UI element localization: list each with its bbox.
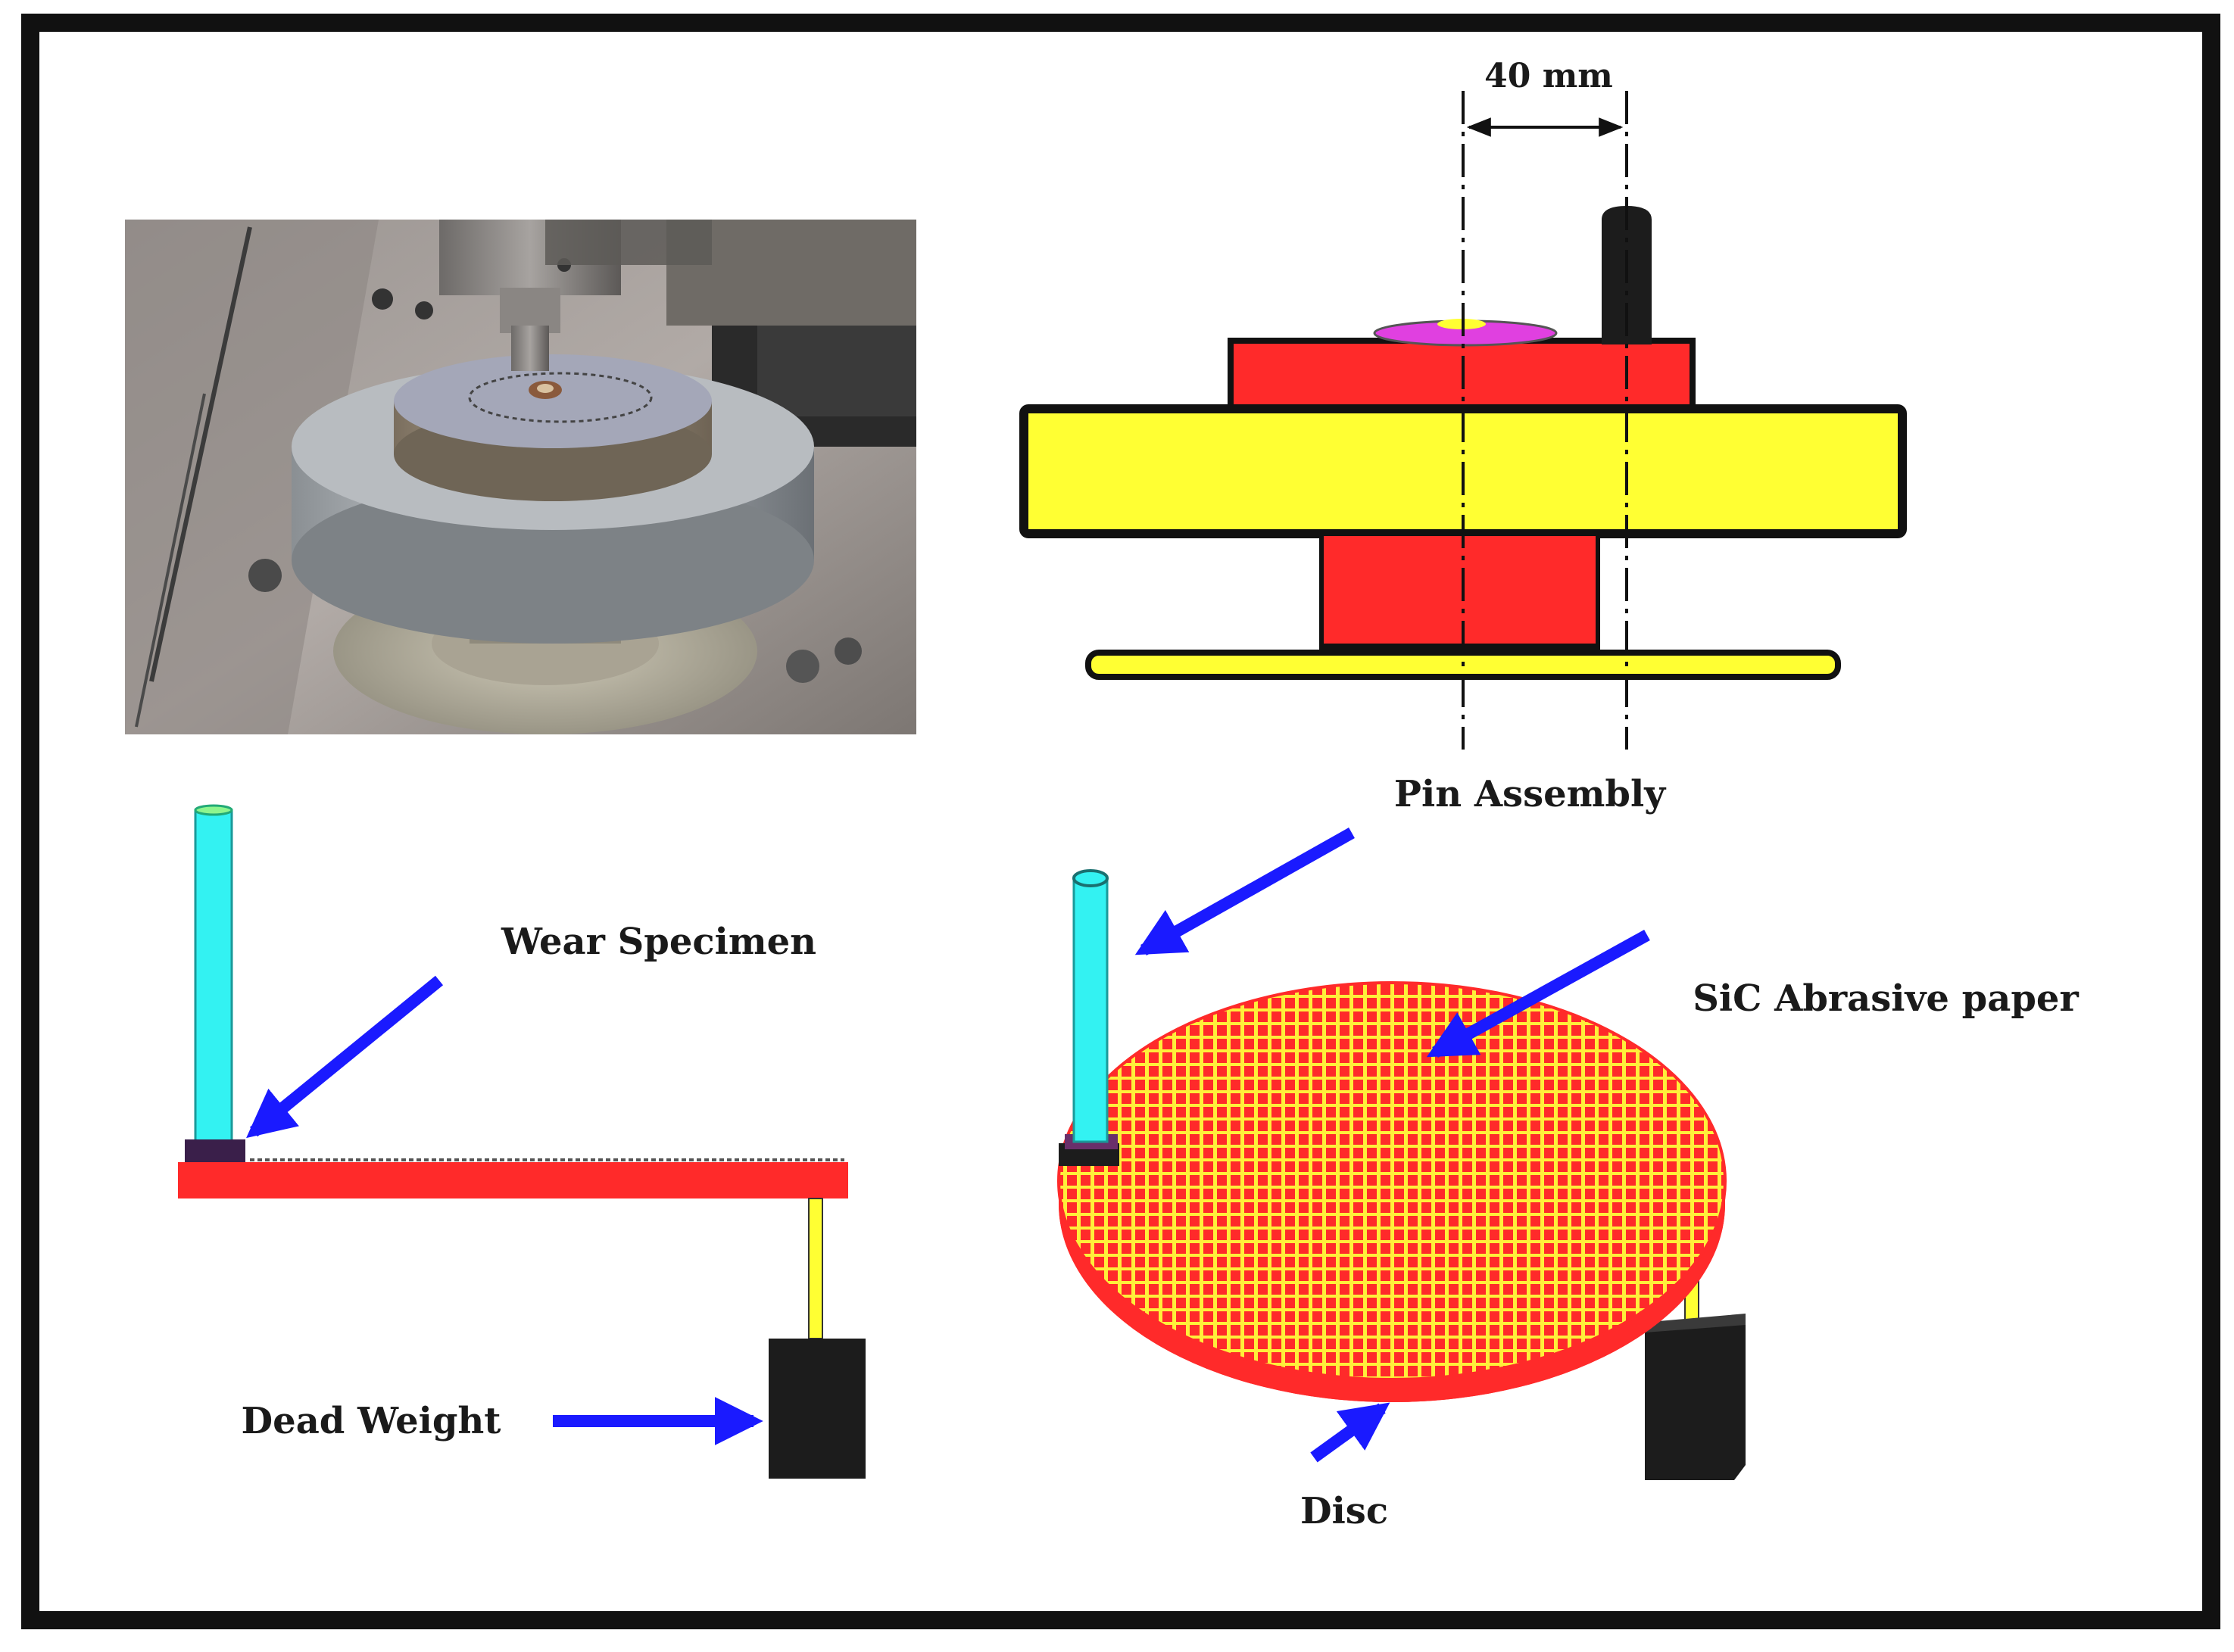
isometric-view: [1057, 869, 1746, 1480]
pin-assembly-label: Pin Assembly: [1394, 773, 1667, 815]
pin-assembly-section: 40 mm: [1019, 57, 1907, 750]
wear-specimen-block: [185, 1139, 245, 1162]
dead-weight-3d: [1645, 1323, 1746, 1480]
dimension-label: 40 mm: [1484, 57, 1613, 95]
machine-photo: [125, 220, 916, 734]
abrasive-paper-disc: [1059, 983, 1725, 1379]
outer-frame: [21, 14, 2220, 1629]
disc-bar: [178, 1162, 848, 1198]
dead-weight-label: Dead Weight: [242, 1400, 501, 1442]
sic-abrasive-arrow: [1426, 930, 1650, 1058]
dead-weight-block: [769, 1339, 866, 1479]
wear-specimen-arrow: [246, 975, 444, 1139]
cyan-pin-3d: [1072, 875, 1109, 1143]
disc-arrow: [1310, 1402, 1390, 1463]
disc-label: Disc: [1300, 1490, 1388, 1532]
wear-specimen-label: Wear Specimen: [501, 921, 816, 963]
cyan-pin: [194, 809, 233, 1160]
side-view: [178, 804, 866, 1479]
pin-assembly-arrow: [1134, 828, 1355, 955]
sic-abrasive-paper-label: SiC Abrasive paper: [1693, 977, 2079, 1020]
